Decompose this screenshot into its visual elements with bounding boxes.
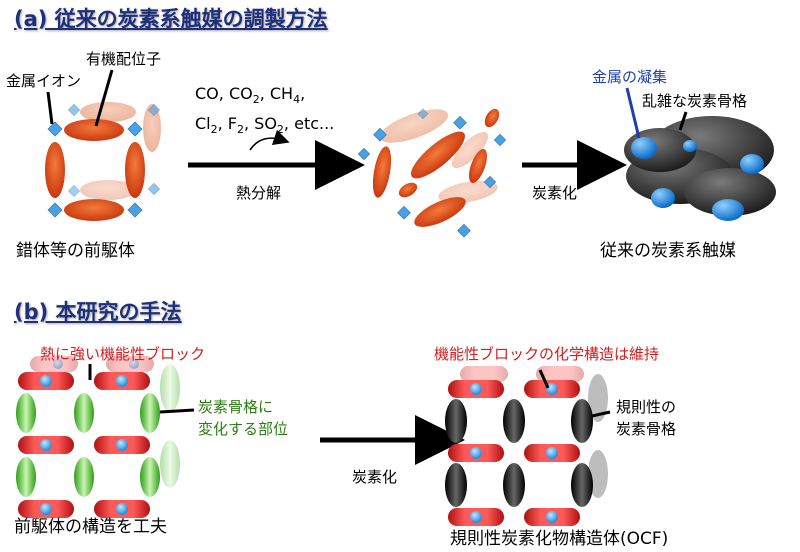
ligand-pointer <box>94 69 114 127</box>
designed-precursor <box>16 356 195 518</box>
aggregation-pointer <box>625 87 641 139</box>
carbonization-label-a: 炭素化 <box>532 184 578 202</box>
skeleton-part-label-2: 変化する部位 <box>198 420 289 438</box>
design-precursor-label: 前駆体の構造を工夫 <box>14 517 167 537</box>
ocf-structure <box>445 366 611 526</box>
heat-resistant-block-label: 熱に強い機能性ブロック <box>40 345 206 363</box>
metal-ion-pointer <box>46 91 54 125</box>
retained-structure-label: 機能性ブロックの化学構造は維持 <box>434 345 660 363</box>
skeleton-part-label-1: 炭素骨格に <box>198 398 274 416</box>
metal-ion-label: 金属イオン <box>6 72 82 90</box>
section-b-title: (b) 本研究の手法 <box>14 300 182 324</box>
carbonization-label-b: 炭素化 <box>352 468 398 486</box>
metal-aggregation-label: 金属の凝集 <box>592 68 668 86</box>
gas-list: CO, CO2, CH4, Cl2, F2, SO2, etc... <box>195 82 334 142</box>
precursor-complex <box>45 69 161 221</box>
random-skeleton-label: 乱雑な炭素骨格 <box>642 92 748 110</box>
gas-list-line-1: CO, CO2, CH4, <box>195 84 306 107</box>
ocf-label: 規則性炭素化物構造体(OCF) <box>450 529 669 549</box>
skeleton-pointer <box>678 111 688 131</box>
section-a-title: (a) 従来の炭素系触媒の調製方法 <box>14 7 328 31</box>
precursor-label: 錯体等の前駆体 <box>16 241 135 261</box>
conventional-catalyst <box>624 87 776 221</box>
decomposed-fragments <box>357 108 507 238</box>
ligand-label: 有機配位子 <box>86 50 162 68</box>
conventional-catalyst-label: 従来の炭素系触媒 <box>600 241 736 261</box>
regular-skeleton-label-1: 規則性の <box>616 398 677 416</box>
pyrolysis-label: 熱分解 <box>236 184 282 202</box>
curl-arrow <box>249 129 290 151</box>
regular-skeleton-label-2: 炭素骨格 <box>616 420 677 438</box>
gas-list-line-2: Cl2, F2, SO2, etc... <box>195 114 335 137</box>
